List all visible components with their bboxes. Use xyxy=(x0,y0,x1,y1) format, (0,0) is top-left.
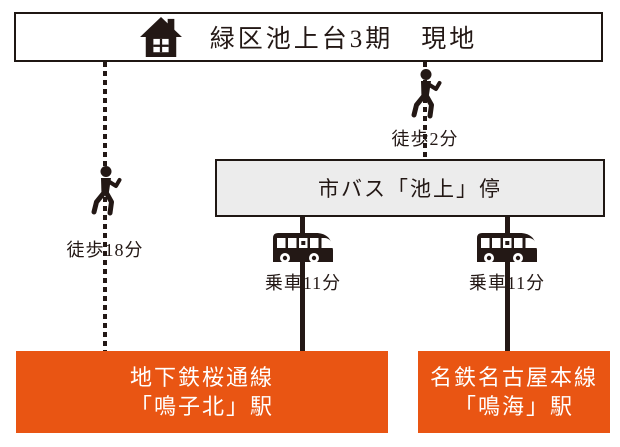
bus-ride-duration-label-right: 乗車11分 xyxy=(468,273,546,293)
station-box-meitetsu: 名鉄名古屋本線 「鳴海」駅 xyxy=(418,351,610,433)
bus-route-line-right xyxy=(505,216,510,351)
meitetsu-line-label: 名鉄名古屋本線 xyxy=(429,364,598,390)
bus-stop-label: 市バス「池上」停 xyxy=(318,177,502,201)
walking-person-icon xyxy=(86,165,124,217)
bus-icon xyxy=(474,229,540,269)
walking-person-icon xyxy=(406,68,444,120)
walk-duration-label-subway: 徒歩18分 xyxy=(66,240,144,260)
bus-icon xyxy=(270,229,336,269)
destination-label: 緑区池上台3期 現地 xyxy=(209,26,478,53)
destination-box: 緑区池上台3期 現地 xyxy=(14,12,603,62)
house-icon xyxy=(139,17,182,57)
bus-stop-box: 市バス「池上」停 xyxy=(215,159,605,217)
subway-station-label: 「鳴子北」駅 xyxy=(129,394,274,419)
walk-route-line-right xyxy=(423,62,427,159)
subway-line-label: 地下鉄桜通線 xyxy=(129,364,274,390)
walk-route-line-left xyxy=(103,62,107,351)
station-box-subway: 地下鉄桜通線 「鳴子北」駅 xyxy=(16,351,388,433)
walk-duration-label-bus-stop: 徒歩2分 xyxy=(391,129,459,149)
bus-ride-duration-label-left: 乗車11分 xyxy=(264,273,342,293)
bus-route-line-left xyxy=(300,216,305,351)
meitetsu-station-label: 「鳴海」駅 xyxy=(453,394,574,419)
